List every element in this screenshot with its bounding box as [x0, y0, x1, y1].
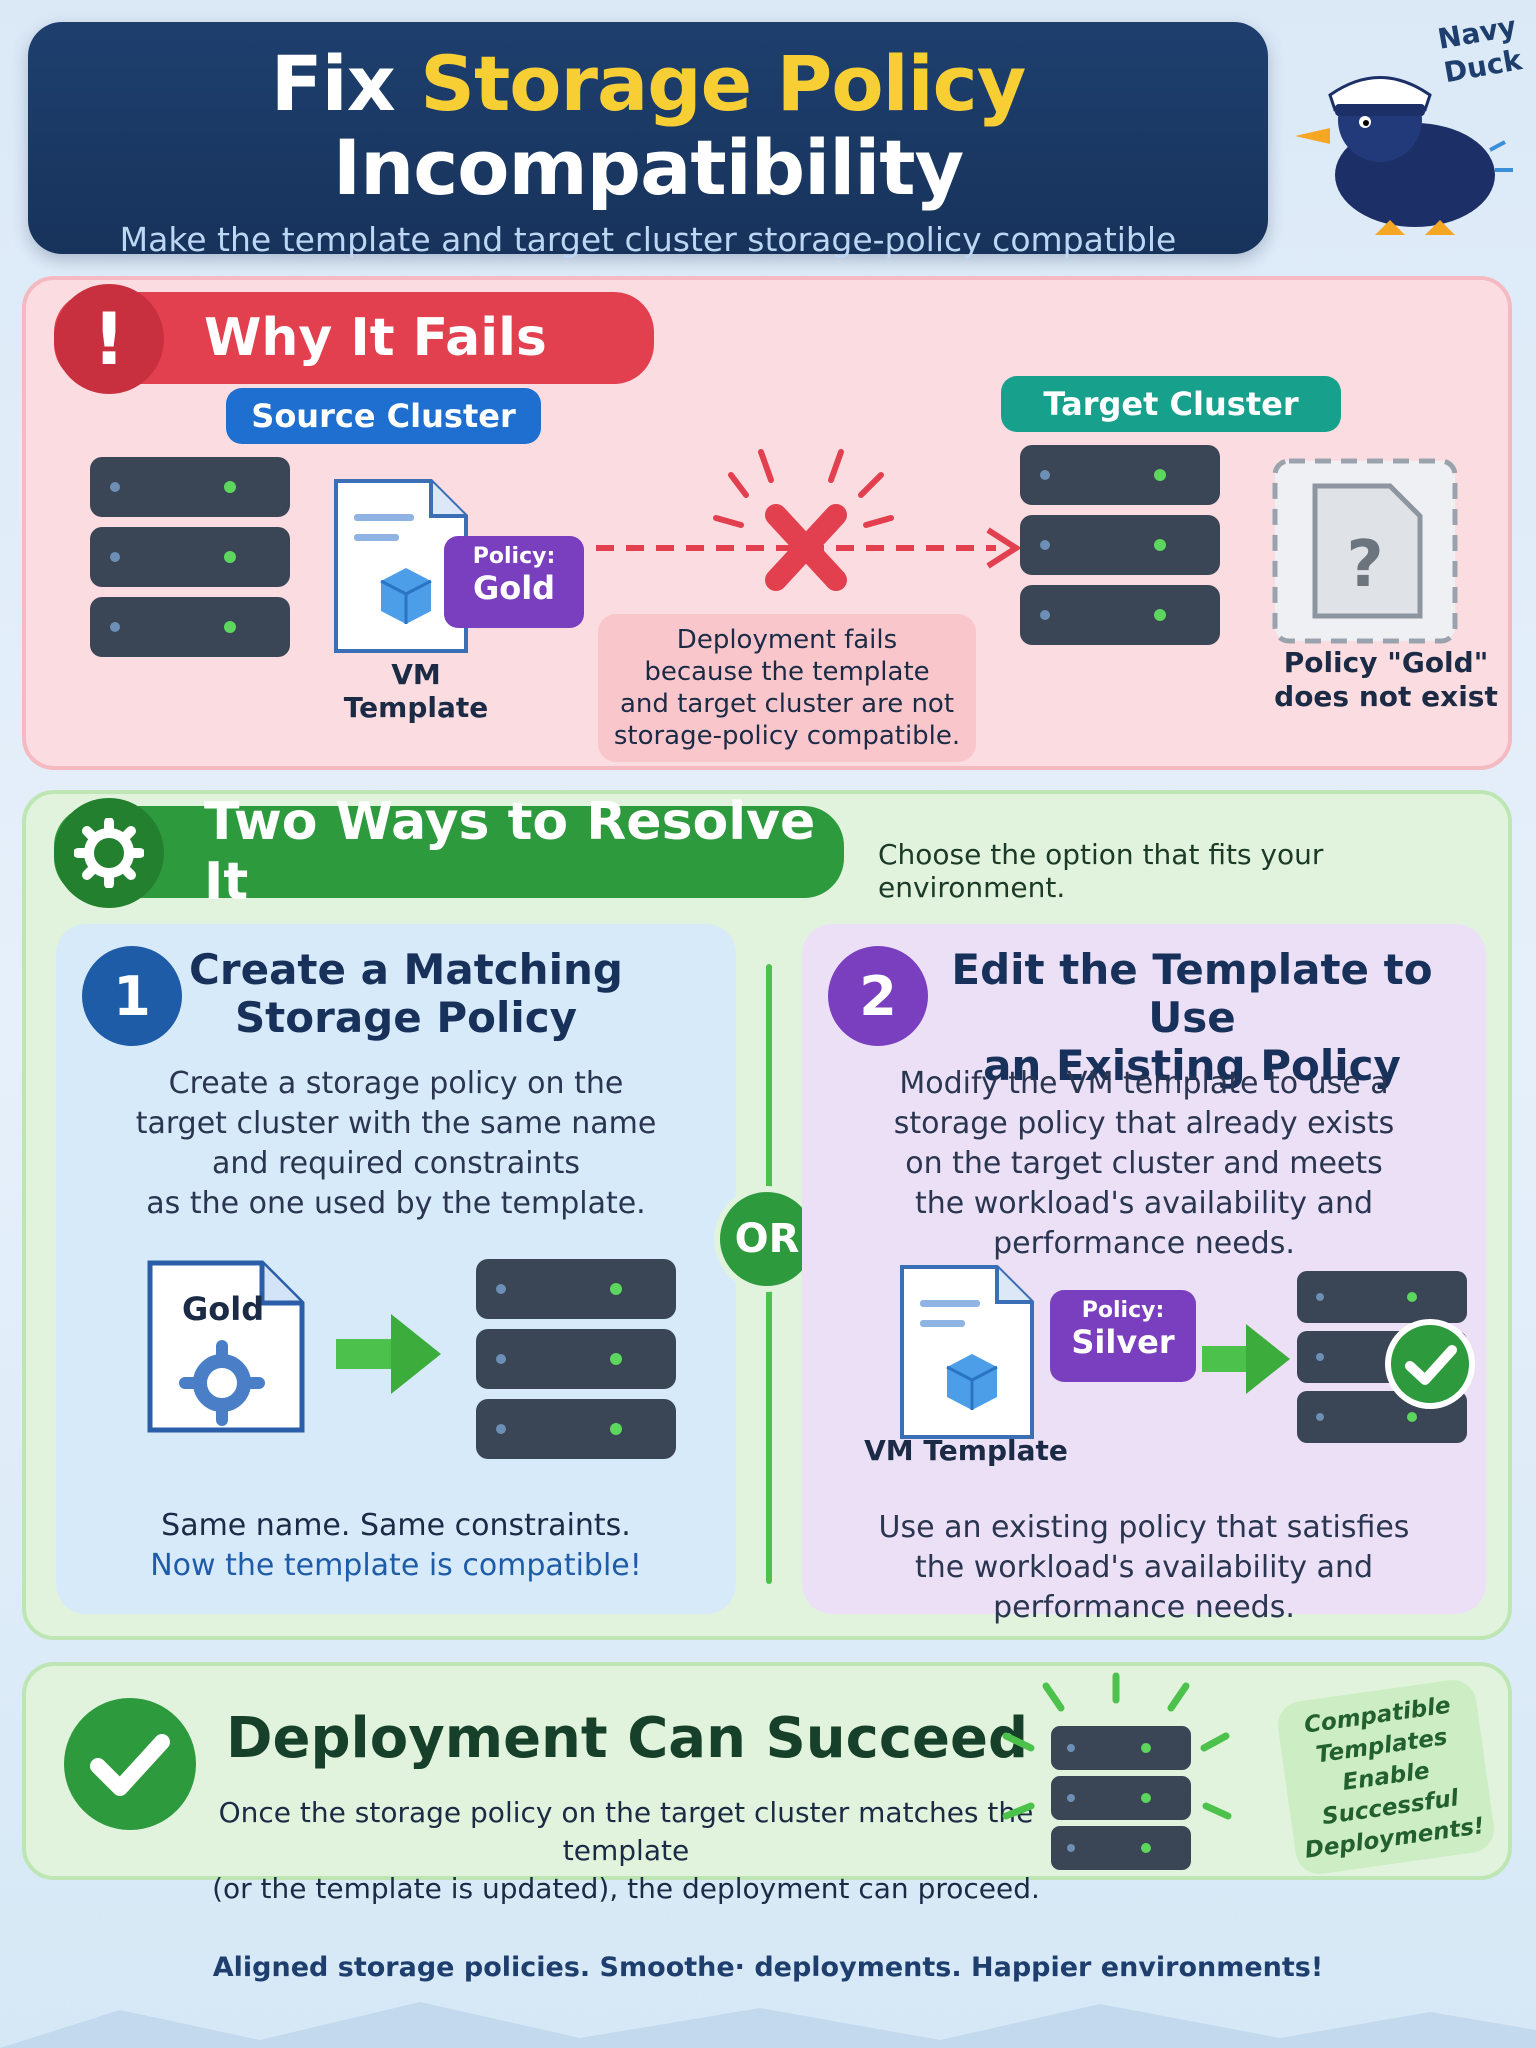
- error-line-3: and target cluster are not: [619, 689, 955, 719]
- success-check-icon: [64, 1698, 196, 1830]
- option-1-footer-line-1: Same name. Same constraints.: [161, 1508, 631, 1543]
- option-2-body-line-5: performance needs.: [993, 1226, 1295, 1261]
- option-2-footer: Use an existing policy that satisfies th…: [812, 1508, 1476, 1628]
- option-1-card: 1 Create a Matching Storage Policy Creat…: [56, 924, 736, 1614]
- option-2-footer-line-3: performance needs.: [993, 1590, 1295, 1625]
- missing-policy-line-2: does not exist: [1274, 680, 1498, 713]
- missing-policy-caption: Policy "Gold" does not exist: [1256, 646, 1516, 714]
- option-2-template-label: VM Template: [864, 1434, 1068, 1467]
- why-heading: Why It Fails: [204, 308, 547, 368]
- option-1-number: 1: [82, 946, 182, 1046]
- page-subtitle: Make the template and target cluster sto…: [119, 220, 1177, 259]
- policy-gold-chip: Policy: Gold: [444, 536, 584, 628]
- policy-silver-chip: Policy: Silver: [1050, 1290, 1196, 1382]
- option-2-footer-line-2: the workload's availability and: [914, 1550, 1373, 1585]
- error-line-2: because the template: [644, 657, 930, 687]
- option-1-title-line-1: Create a Matching: [189, 945, 623, 994]
- policy-chip-caption: Policy:: [472, 544, 556, 569]
- success-section: Deployment Can Succeed Once the storage …: [22, 1662, 1512, 1905]
- missing-policy-question-icon: ?: [1272, 458, 1458, 644]
- option-2-body-line-2: storage policy that already exists: [893, 1106, 1395, 1141]
- option-2-title: Edit the Template to Use an Existing Pol…: [932, 946, 1452, 1090]
- option-1-server-icon: [476, 1259, 676, 1459]
- error-line-1: Deployment fails: [676, 625, 898, 655]
- option-2-body-line-4: the workload's availability and: [914, 1186, 1373, 1221]
- resolve-section: Two Ways to Resolve It Choose the option…: [22, 790, 1512, 1640]
- option-2-number: 2: [828, 946, 928, 1046]
- title-accent: Storage Policy: [420, 39, 1026, 128]
- gold-policy-document-icon: [147, 1260, 305, 1433]
- option-2-body-line-3: on the target cluster and meets: [905, 1146, 1383, 1181]
- option-2-title-line-2: an Existing Policy: [983, 1041, 1401, 1090]
- missing-policy-line-1: Policy "Gold": [1283, 646, 1489, 679]
- option-2-footer-line-1: Use an existing policy that satisfies: [878, 1510, 1410, 1545]
- alert-icon: !: [54, 284, 164, 394]
- option-1-body-line-3: and required constraints: [212, 1146, 580, 1181]
- silver-chip-caption: Policy:: [1081, 1298, 1165, 1323]
- option-2-template-document-icon: [900, 1265, 1034, 1439]
- success-heading: Deployment Can Succeed: [226, 1706, 1029, 1771]
- option-1-body-line-1: Create a storage policy on the: [168, 1066, 624, 1101]
- arrow-right-icon: [336, 1314, 441, 1394]
- check-circle-icon: [1385, 1319, 1475, 1409]
- policy-chip-name: Gold: [472, 569, 556, 607]
- success-body: Once the storage policy on the target cl…: [196, 1794, 1056, 1908]
- error-message-box: Deployment fails because the template an…: [598, 614, 976, 762]
- header-banner: Fix Storage Policy Incompatibility Make …: [28, 22, 1268, 259]
- option-1-body-line-4: as the one used by the template.: [146, 1186, 646, 1221]
- option-2-title-line-1: Edit the Template to Use: [951, 945, 1433, 1042]
- option-1-footer-line-2: Now the template is compatible!: [150, 1548, 642, 1583]
- blocked-arrow-icon: [596, 449, 1022, 591]
- source-cluster-label: Source Cluster: [226, 388, 541, 444]
- option-2-body-line-1: Modify the VM template to use a: [899, 1066, 1389, 1101]
- option-1-title: Create a Matching Storage Policy: [186, 946, 626, 1042]
- resolve-heading-pill: Two Ways to Resolve It: [54, 792, 844, 912]
- success-body-line-1: Once the storage policy on the target cl…: [218, 1796, 1034, 1867]
- error-line-4: storage-policy compatible.: [613, 721, 961, 751]
- duck-mascot-icon: [1295, 76, 1513, 235]
- vm-template-label: VM Template: [343, 658, 489, 724]
- success-body-line-2: (or the template is updated), the deploy…: [212, 1872, 1040, 1905]
- option-2-arrow-icon: [1202, 1324, 1290, 1394]
- success-server-icon: [1002, 1672, 1232, 1870]
- source-server-icon: [90, 457, 290, 657]
- success-note: Compatible Templates Enable Successful D…: [1274, 1676, 1498, 1878]
- page-title-line2: Incompatibility: [332, 123, 964, 212]
- target-server-icon: [1020, 445, 1220, 645]
- option-1-footer: Same name. Same constraints. Now the tem…: [76, 1506, 716, 1586]
- option-2-card: 2 Edit the Template to Use an Existing P…: [802, 924, 1486, 1625]
- footer-mountains-decoration: [0, 2002, 1536, 2048]
- svg-text:?: ?: [1346, 528, 1383, 602]
- gold-document-label: Gold: [182, 1290, 265, 1328]
- silver-chip-name: Silver: [1071, 1323, 1175, 1361]
- resolve-heading: Two Ways to Resolve It: [204, 792, 816, 912]
- footer-tagline: Aligned storage policies. Smoothe· deplo…: [212, 1952, 1324, 1983]
- why-it-fails-section: Why It Fails ! Source Cluster Target Clu…: [22, 276, 1512, 770]
- option-1-title-line-2: Storage Policy: [234, 993, 578, 1042]
- title-prefix: Fix: [270, 39, 396, 128]
- option-2-body: Modify the VM template to use a storage …: [812, 1064, 1476, 1264]
- target-cluster-label: Target Cluster: [1001, 376, 1341, 432]
- gear-icon: [54, 798, 164, 908]
- option-1-body: Create a storage policy on the target cl…: [76, 1064, 716, 1224]
- resolve-hint: Choose the option that fits your environ…: [878, 838, 1324, 904]
- page-title-line1: Fix Storage Policy: [28, 42, 1268, 126]
- option-1-body-line-2: target cluster with the same name: [135, 1106, 657, 1141]
